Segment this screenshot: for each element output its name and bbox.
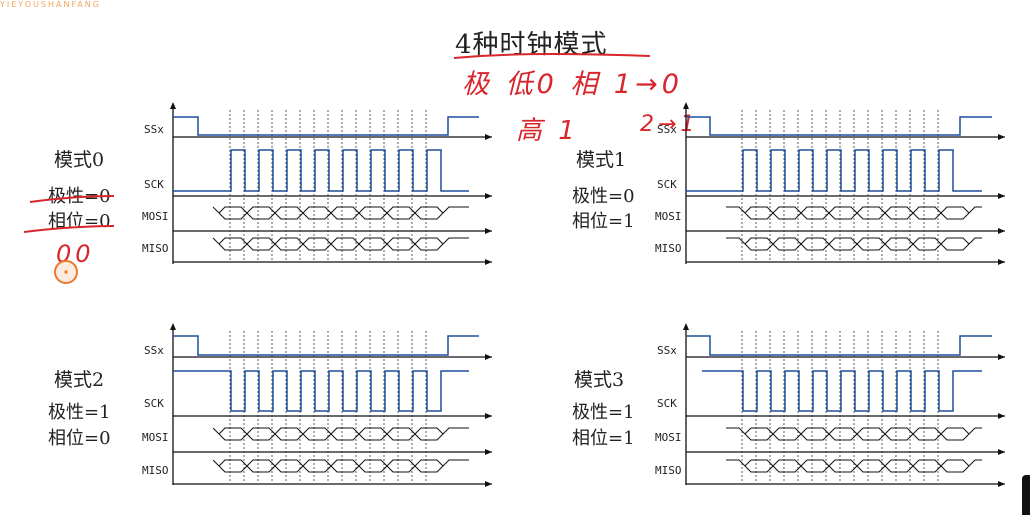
p0-miso-tail (442, 237, 469, 245)
p0-miso-lead (212, 237, 220, 245)
p0-baseline-arrow-0 (485, 134, 492, 140)
mode3-polarity: 极性=1 (572, 402, 635, 423)
p3-ss-label: SSx (657, 344, 677, 357)
p0-ss-waveform (173, 116, 479, 136)
p1-miso-waveform (744, 237, 970, 251)
p0-miso-waveform (218, 237, 444, 251)
p3-miso-label: MISO (655, 464, 682, 477)
p2-baseline-arrow-3 (485, 481, 492, 487)
panel-1 (683, 102, 1005, 265)
title-underline (453, 53, 651, 59)
p2-sck-label: SCK (144, 397, 164, 410)
p2-sck-waveform (173, 370, 469, 412)
p0-sck-label: SCK (144, 178, 164, 191)
p2-miso-tail (442, 459, 469, 467)
p1-mosi-lead (726, 206, 746, 214)
p1-mosi-tail (968, 206, 982, 214)
p0-mosi-waveform (218, 206, 444, 220)
p2-mosi-tail (442, 427, 469, 435)
p3-mosi-lead (726, 427, 746, 435)
p0-baseline-arrow-3 (485, 259, 492, 265)
p1-baseline-arrow-1 (998, 193, 1005, 199)
p1-baseline-arrow-3 (998, 259, 1005, 265)
p3-miso-waveform (744, 459, 970, 473)
p0-mosi-lead (212, 206, 220, 214)
p1-ss-label: SSx (657, 123, 677, 136)
p2-miso-lead (212, 459, 220, 467)
p1-sck-label: SCK (657, 178, 677, 191)
mode1-label: 模式1 (576, 149, 627, 171)
p3-mosi-label: MOSI (655, 431, 682, 444)
scroll-edge (1022, 475, 1030, 515)
mode0-label: 模式0 (54, 149, 105, 171)
p1-mosi-waveform (744, 206, 970, 220)
p3-baseline-arrow-0 (998, 354, 1005, 360)
p0-baseline-arrow-1 (485, 193, 492, 199)
mode2-label: 模式2 (54, 369, 105, 391)
p2-miso-waveform (218, 459, 444, 473)
p3-mosi-tail (968, 427, 982, 435)
p1-ss-waveform (686, 116, 992, 136)
p2-baseline-arrow-0 (485, 354, 492, 360)
p0-ss-label: SSx (144, 123, 164, 136)
p3-sck-label: SCK (657, 397, 677, 410)
p2-mosi-waveform (218, 427, 444, 441)
p1-sck-waveform (686, 149, 982, 192)
p3-miso-lead (726, 459, 746, 467)
p2-mosi-lead (212, 427, 220, 435)
p3-baseline-arrow-3 (998, 481, 1005, 487)
panel-2 (170, 323, 492, 487)
p2-baseline-arrow-1 (485, 413, 492, 419)
p2-ss-waveform (173, 335, 479, 356)
p0-sck-waveform (173, 149, 469, 192)
p3-y-axis-arrowhead (683, 323, 689, 330)
brand-watermark: YIEYOUSHANFANG (0, 0, 101, 9)
mode1-polarity: 极性=0 (572, 186, 635, 207)
p1-mosi-label: MOSI (655, 210, 682, 223)
p2-miso-label: MISO (142, 464, 169, 477)
handwritten-marks (23, 53, 651, 284)
phase-underline (23, 225, 115, 233)
p3-ss-waveform (686, 335, 992, 356)
p0-mosi-label: MOSI (142, 210, 169, 223)
p1-y-axis-arrowhead (683, 102, 689, 109)
panel-3 (683, 323, 1005, 487)
panel-0 (170, 102, 492, 265)
p3-miso-tail (968, 459, 982, 467)
p3-mosi-waveform (744, 427, 970, 441)
p2-ss-label: SSx (144, 344, 164, 357)
cursor-pointer-dot (64, 270, 68, 274)
p2-baseline-arrow-2 (485, 449, 492, 455)
p1-miso-label: MISO (655, 242, 682, 255)
p3-baseline-arrow-1 (998, 413, 1005, 419)
p3-baseline-arrow-2 (998, 449, 1005, 455)
p1-baseline-arrow-0 (998, 134, 1005, 140)
p3-sck-waveform (702, 370, 982, 412)
handwritten-note-high: 高 1 (516, 116, 579, 146)
mode1-phase: 相位=1 (572, 211, 635, 232)
p0-baseline-arrow-2 (485, 228, 492, 234)
handwritten-note-polarity: 极 低0 相 1→0 (462, 69, 683, 100)
mode2-polarity: 极性=1 (48, 402, 111, 423)
p2-y-axis-arrowhead (170, 323, 176, 330)
mode3-phase: 相位=1 (572, 428, 635, 449)
p2-mosi-label: MOSI (142, 431, 169, 444)
mode3-label: 模式3 (574, 369, 625, 391)
handwritten-note-phase: 2→1 (640, 112, 699, 137)
p0-miso-label: MISO (142, 242, 169, 255)
p0-y-axis-arrowhead (170, 102, 176, 109)
p1-baseline-arrow-2 (998, 228, 1005, 234)
p1-miso-lead (726, 237, 746, 245)
p0-mosi-tail (442, 206, 469, 214)
mode2-phase: 相位=0 (48, 428, 111, 449)
polarity-underline (29, 195, 115, 203)
p1-miso-tail (968, 237, 982, 245)
timing-panels (170, 102, 1005, 487)
